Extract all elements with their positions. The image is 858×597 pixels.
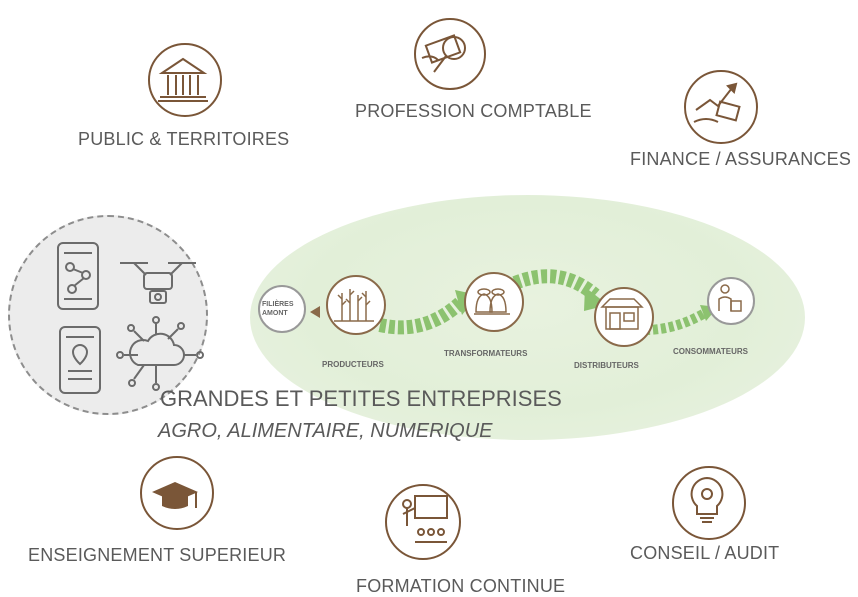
entreprises-subtitle: AGRO, ALIMENTAIRE, NUMERIQUE (158, 420, 493, 442)
finance-circle (684, 70, 758, 144)
transformateurs-node (464, 272, 524, 332)
drone-icon (120, 262, 196, 304)
filieres-amont-label: FILIÈRES AMONT (262, 301, 294, 317)
graduation-cap-icon (152, 482, 198, 509)
sacks-icon (474, 288, 510, 315)
formation-continue-label: FORMATION CONTINUE (356, 576, 566, 596)
conseil-audit-label: CONSEIL / AUDIT (630, 543, 780, 563)
distributeurs-label: DISTRIBUTEURS (574, 361, 639, 370)
magnifier-money-icon (421, 34, 466, 73)
finance-assurances-label: FINANCE / ASSURANCES (630, 149, 852, 169)
government-building-icon (158, 57, 208, 102)
profession-comptable-label: PROFESSION COMPTABLE (355, 101, 592, 121)
public-circle (148, 43, 222, 117)
digital-icons (57, 242, 204, 394)
phone-location-icon (59, 326, 101, 394)
phone-network-icon (57, 242, 99, 310)
enseignement-superieur-label: ENSEIGNEMENT SUPERIEUR (28, 545, 287, 565)
arrow-upstream (310, 306, 320, 318)
lightbulb-gear-icon (690, 476, 724, 523)
finance-chart-icon (693, 82, 741, 123)
filieres-amont-node (258, 285, 306, 333)
store-icon (600, 298, 644, 330)
public-territoires-label: PUBLIC & TERRITOIRES (78, 129, 290, 149)
entreprises-title: GRANDES ET PETITES ENTREPRISES (160, 386, 562, 411)
cloud-network-icon (116, 316, 204, 391)
producteurs-node (326, 275, 386, 335)
transformateurs-label: TRANSFORMATEURS (444, 349, 528, 358)
crops-icon (334, 289, 374, 322)
arrow-distributeurs-consommateurs (644, 308, 708, 335)
consommateurs-label: CONSOMMATEURS (673, 347, 748, 356)
arrow-producteurs-transformateurs (378, 297, 465, 335)
digital-tools-cluster (8, 215, 208, 415)
arrow-transformateurs-distributeurs (512, 269, 600, 301)
presentation-icon (402, 495, 448, 543)
producteurs-label: PRODUCTEURS (322, 360, 384, 369)
shopper-icon (718, 284, 742, 312)
comptable-circle (414, 18, 486, 90)
